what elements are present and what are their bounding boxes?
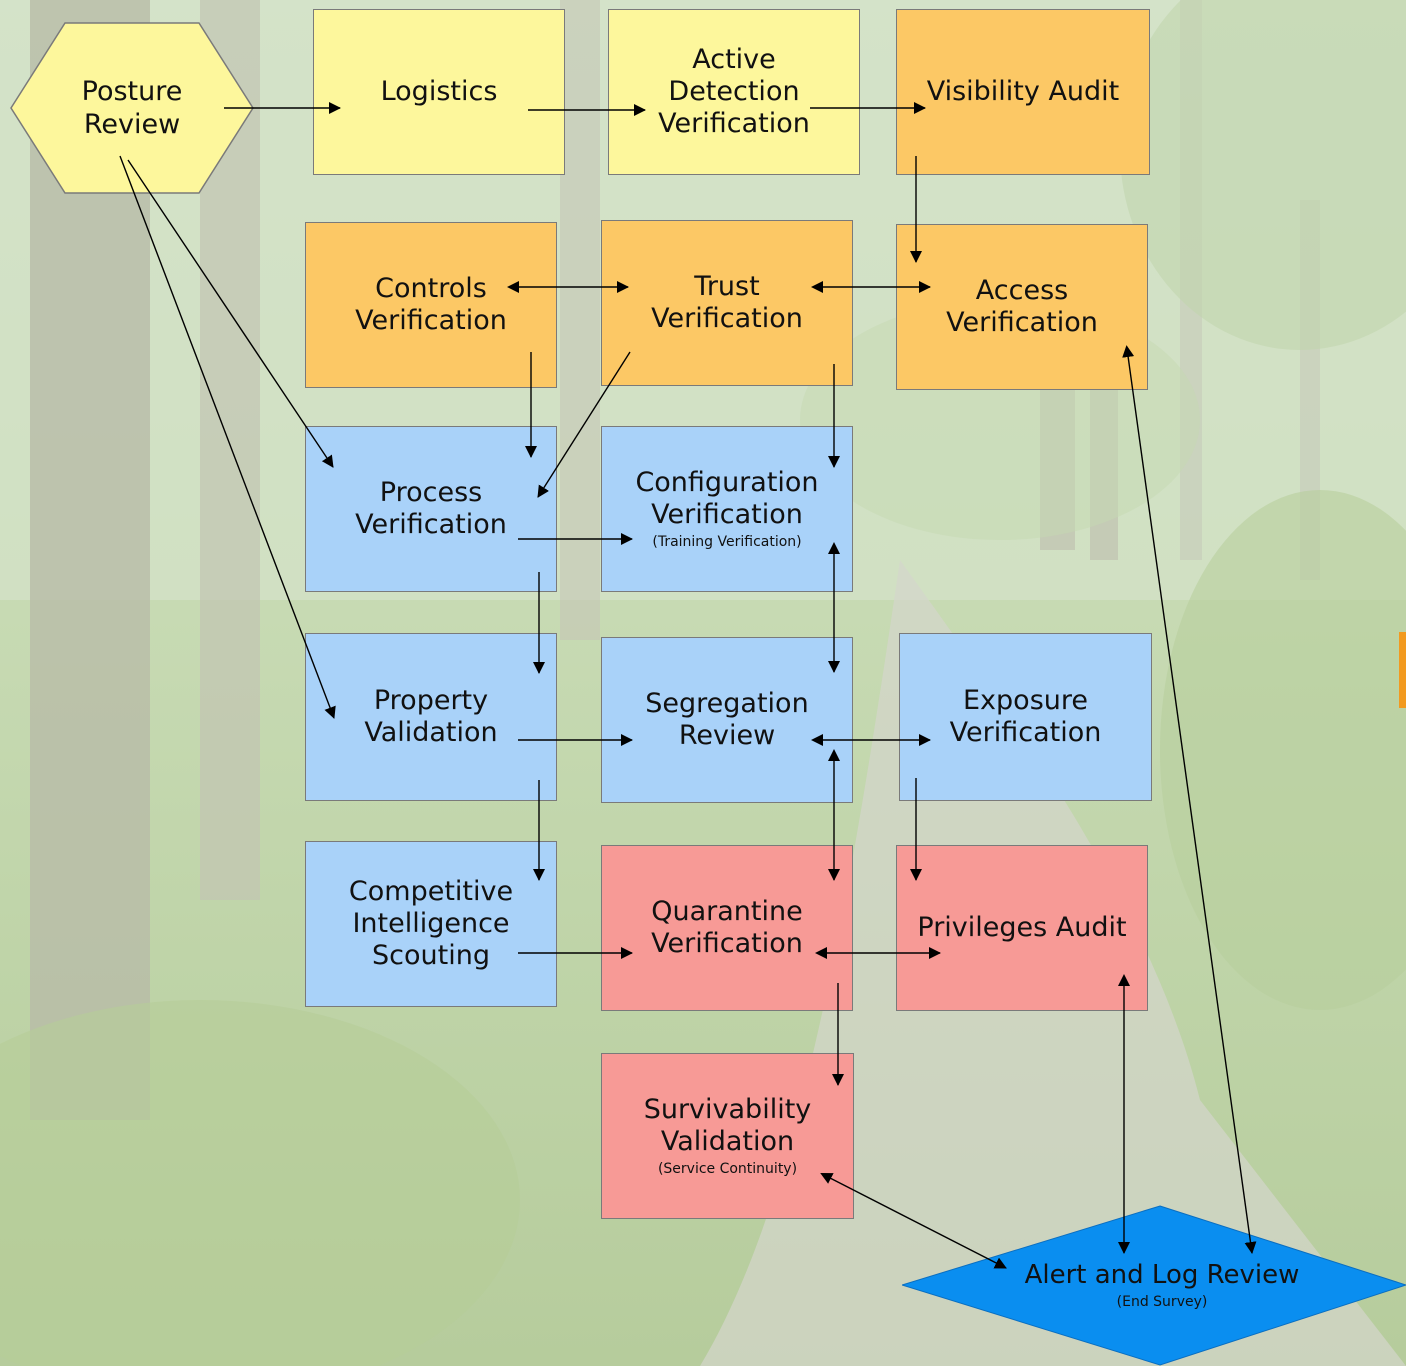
access-verification-label: Access Verification (946, 275, 1098, 338)
property-validation-node: Property Validation (305, 633, 557, 801)
logistics-label: Logistics (380, 76, 498, 107)
competitive-intelligence-node: Competitive Intelligence Scouting (305, 841, 557, 1007)
competitive-intelligence-label: Competitive Intelligence Scouting (348, 876, 514, 971)
access-verification-node: Access Verification (896, 224, 1148, 390)
exposure-verification-node: Exposure Verification (899, 633, 1152, 801)
active-detection-node: Active Detection Verification (608, 9, 860, 175)
trust-verification-node: Trust Verification (601, 220, 853, 386)
alert-and-log-review-sub: (End Survey) (1116, 1294, 1208, 1310)
visibility-audit-node: Visibility Audit (896, 9, 1150, 175)
segregation-review-label: Segregation Review (645, 688, 809, 751)
exposure-verification-label: Exposure Verification (949, 685, 1102, 748)
quarantine-verification-node: Quarantine Verification (601, 845, 853, 1011)
privileges-audit-label: Privileges Audit (917, 912, 1127, 943)
configuration-verification-node: Configuration Verification (Training Ver… (601, 426, 853, 592)
privileges-audit-node: Privileges Audit (896, 845, 1148, 1011)
alert-and-log-review-node: Alert and Log Review (End Survey) (900, 1205, 1406, 1366)
configuration-verification-label: Configuration Verification (635, 467, 819, 530)
property-validation-label: Property Validation (364, 685, 498, 748)
logistics-node: Logistics (313, 9, 565, 175)
visibility-audit-label: Visibility Audit (926, 76, 1120, 107)
process-verification-label: Process Verification (355, 477, 507, 540)
survivability-validation-sub: (Service Continuity) (657, 1161, 798, 1177)
controls-verification-node: Controls Verification (305, 222, 557, 388)
alert-and-log-review-label: Alert and Log Review (1024, 1260, 1300, 1290)
process-verification-node: Process Verification (305, 426, 557, 592)
quarantine-verification-label: Quarantine Verification (651, 896, 803, 959)
posture-review-node: Posture Review (10, 22, 254, 194)
edge-accent-bar (1399, 632, 1406, 708)
configuration-verification-sub: (Training Verification) (652, 534, 802, 550)
segregation-review-node: Segregation Review (601, 637, 853, 803)
survivability-validation-label: Survivability Validation (643, 1094, 812, 1157)
active-detection-label: Active Detection Verification (658, 44, 810, 139)
trust-verification-label: Trust Verification (651, 271, 803, 334)
survivability-validation-node: Survivability Validation (Service Contin… (601, 1053, 854, 1219)
controls-verification-label: Controls Verification (355, 273, 507, 336)
posture-review-label: Posture Review (81, 76, 183, 140)
